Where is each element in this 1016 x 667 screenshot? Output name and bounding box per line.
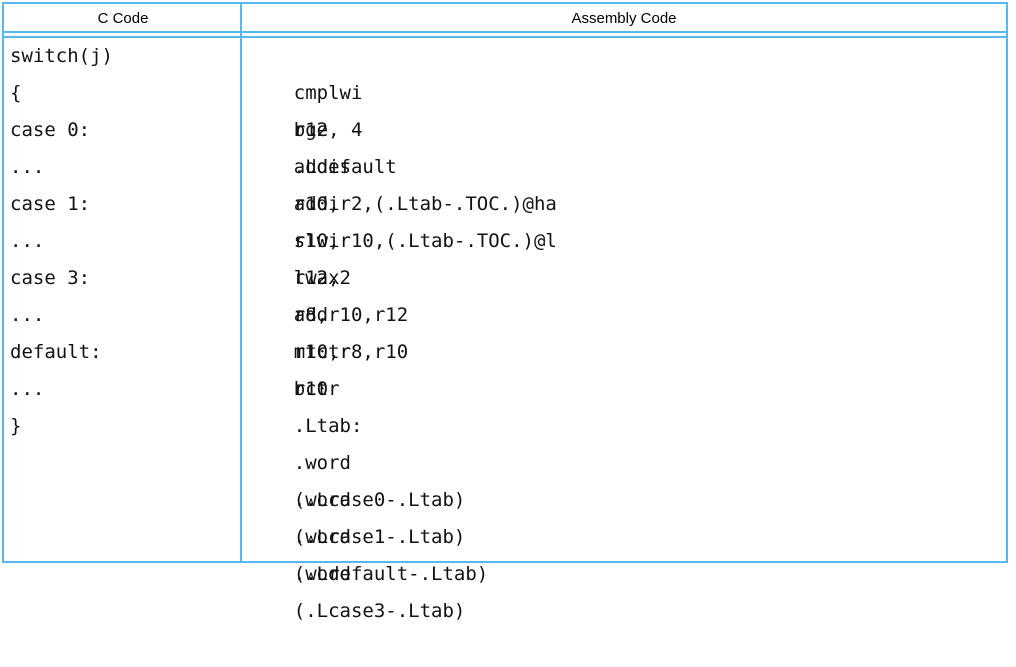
asm-mnemonic: add — [294, 297, 457, 334]
asm-mnemonic: mtctr — [294, 334, 457, 371]
column-divider — [240, 4, 242, 561]
c-code-column: switch(j){case 0:...case 1:...case 3:...… — [4, 38, 242, 556]
asm-mnemonic: cmplwi — [294, 75, 457, 112]
asm-mnemonic: .word — [294, 556, 457, 593]
assembly-code-column-header: Assembly Code — [242, 4, 1006, 31]
code-comparison-table: C Code Assembly Code switch(j){case 0:..… — [2, 2, 1008, 563]
asm-code-line: cmplwi r12, 4 — [248, 38, 1006, 75]
c-code-line: } — [10, 408, 242, 445]
asm-mnemonic: addi — [294, 186, 457, 223]
c-code-line: ... — [10, 371, 242, 408]
c-code-line: ... — [10, 223, 242, 260]
asm-mnemonic: bge — [294, 112, 457, 149]
asm-mnemonic: .Ltab: — [294, 408, 457, 445]
asm-mnemonic: .word — [294, 445, 457, 482]
c-code-line: { — [10, 75, 242, 112]
assembly-code-column: cmplwi r12, 4 bge .Ldefault addis r10,r2… — [242, 38, 1006, 556]
c-code-column-header: C Code — [4, 4, 242, 31]
asm-mnemonic: slwi — [294, 223, 457, 260]
c-code-line: default: — [10, 334, 242, 371]
asm-mnemonic: bctr — [294, 371, 457, 408]
asm-mnemonic: lwax — [294, 260, 457, 297]
c-code-line: ... — [10, 297, 242, 334]
asm-mnemonic: addis — [294, 149, 457, 186]
c-code-line: switch(j) — [10, 38, 242, 75]
asm-operands: (.Lcase3-.Ltab) — [294, 600, 466, 622]
asm-mnemonic: .word — [294, 482, 457, 519]
asm-mnemonic: .word — [294, 519, 457, 556]
table-body: switch(j){case 0:...case 1:...case 3:...… — [4, 38, 1006, 556]
c-code-line: case 1: — [10, 186, 242, 223]
c-code-line: case 0: — [10, 112, 242, 149]
table-header-row: C Code Assembly Code — [4, 4, 1006, 33]
c-code-line: ... — [10, 149, 242, 186]
c-code-line: case 3: — [10, 260, 242, 297]
